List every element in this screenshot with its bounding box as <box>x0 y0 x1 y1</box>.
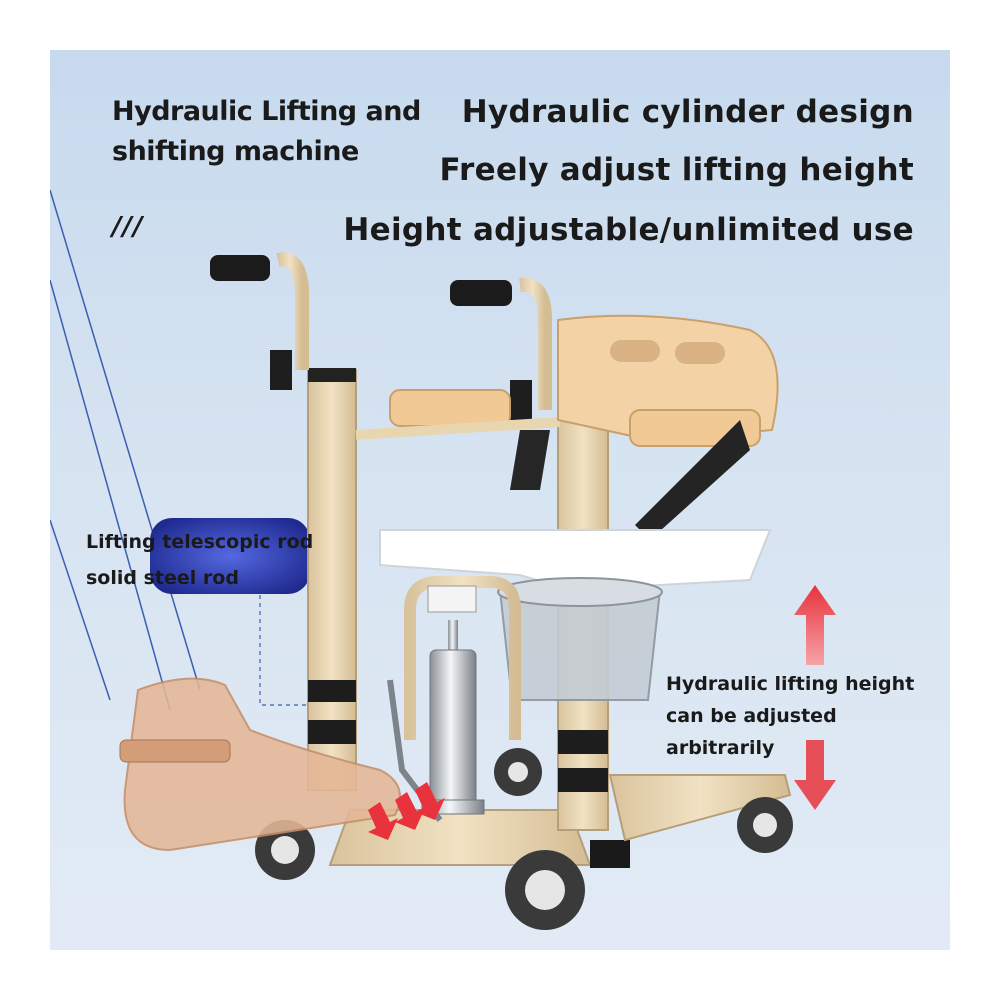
boot-strap <box>119 739 231 763</box>
slash-mark: /// <box>112 212 144 242</box>
product-title: Hydraulic Lifting and shifting machine <box>112 92 421 172</box>
base-block <box>590 840 630 868</box>
post-band <box>308 720 356 744</box>
foot-illustration <box>123 677 401 852</box>
product-title-line2: shifting machine <box>112 136 359 167</box>
lift-callout-line1: Hydraulic lifting height <box>666 673 915 695</box>
lift-callout-line2: can be adjusted arbitrarily <box>666 705 837 759</box>
bucket-rim <box>497 577 663 607</box>
post-band <box>558 768 608 792</box>
rear-left-wheel <box>494 748 542 796</box>
rod-callout: Lifting telescopic rod solid steel rod <box>86 524 313 596</box>
callout-badge <box>150 518 310 594</box>
safety-strap <box>510 430 550 490</box>
spec-label <box>427 585 477 613</box>
rod-callout-line1: Lifting telescopic rod <box>86 531 314 553</box>
hydraulic-cylinder <box>429 649 477 811</box>
post-band <box>308 680 356 702</box>
pump-frame <box>404 576 521 740</box>
arrow-down-icon <box>794 740 836 810</box>
product-title-line1: Hydraulic Lifting and <box>112 96 421 127</box>
foot-pedal-arrow-icon <box>368 782 445 840</box>
right-grip <box>450 280 512 306</box>
backrest-hole <box>610 340 660 362</box>
post-cap <box>308 368 356 382</box>
left-grip <box>210 255 270 281</box>
guide-line <box>50 189 201 691</box>
guide-line <box>50 519 111 701</box>
feature-adjust-height: Freely adjust lifting height <box>439 152 914 188</box>
safety-strap <box>635 420 750 540</box>
lift-callout: Hydraulic lifting height can be adjusted… <box>666 668 950 764</box>
product-panel: Hydraulic Lifting and shifting machine /… <box>50 50 950 950</box>
front-right-wheel <box>505 850 585 930</box>
backrest-hole <box>675 342 725 364</box>
feature-cylinder: Hydraulic cylinder design <box>461 94 914 130</box>
rod-callout-line2: solid steel rod <box>86 567 239 589</box>
lock-clip <box>510 380 532 420</box>
base-leg <box>608 774 792 842</box>
lock-clip <box>270 350 292 390</box>
armrest <box>389 389 511 427</box>
side-rail <box>355 417 561 440</box>
arrow-up-icon <box>794 585 836 665</box>
rear-right-wheel <box>737 797 793 853</box>
post-band <box>558 730 608 754</box>
feature-unlimited-use: Height adjustable/unlimited use <box>343 212 914 248</box>
left-handle-bar <box>276 252 309 370</box>
transfer-chair-illustration <box>50 189 836 930</box>
right-handle-bar <box>519 277 552 410</box>
guide-line <box>50 279 171 711</box>
